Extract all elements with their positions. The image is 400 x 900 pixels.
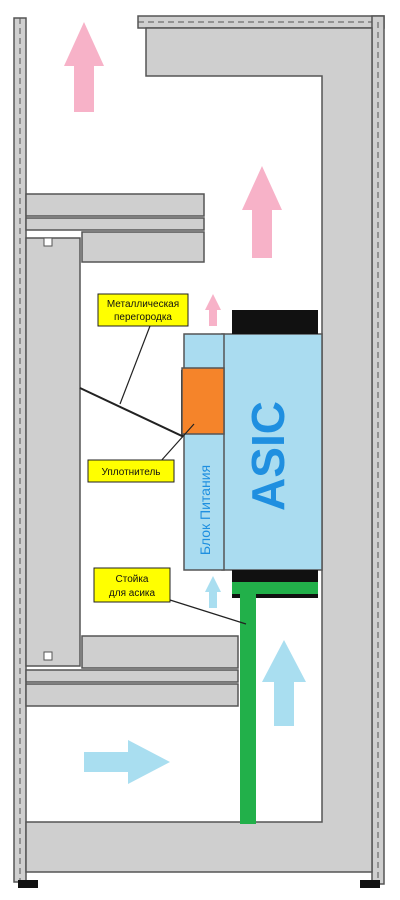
air-duct-channel xyxy=(25,27,373,873)
upper-shelf-bottom xyxy=(25,217,205,231)
seal xyxy=(181,367,225,435)
hot-air-arrow-icon xyxy=(242,166,282,258)
fan-top xyxy=(232,310,318,334)
metal-partition xyxy=(79,370,183,438)
callout-metal-partition-line2: перегородка xyxy=(114,312,172,323)
callout-seal-text: Уплотнитель xyxy=(101,467,160,478)
cold-air-arrow-icon xyxy=(262,640,306,726)
callout-seal xyxy=(87,459,175,483)
callout-stand-line1: Стойка xyxy=(116,574,149,585)
callout-metal-partition-line1: Металлическая xyxy=(107,299,179,310)
lower-shelf-top xyxy=(25,669,239,683)
bottom-foot-left xyxy=(18,880,38,888)
asic-label: ASIC xyxy=(242,401,294,511)
upper-shelf-step xyxy=(81,231,205,263)
lower-shelf-step xyxy=(81,635,239,669)
hot-air-arrow-icon xyxy=(205,294,221,326)
hot-air-arrow-icon xyxy=(64,22,104,112)
left-panel xyxy=(25,237,81,667)
callout-metal-partition xyxy=(97,293,189,327)
asic-stand-top xyxy=(232,582,318,594)
cold-air-arrow-icon xyxy=(84,740,170,784)
callout-stand-line2: для асика xyxy=(109,588,156,599)
bottom-foot-right xyxy=(360,880,380,888)
cold-air-arrow-icon xyxy=(205,576,221,608)
callout-stand xyxy=(93,567,171,603)
psu-label: Блок Питания xyxy=(197,465,213,555)
upper-shelf-top xyxy=(25,193,205,217)
lower-shelf-bottom xyxy=(25,683,239,707)
asic-stand-post xyxy=(240,594,256,824)
